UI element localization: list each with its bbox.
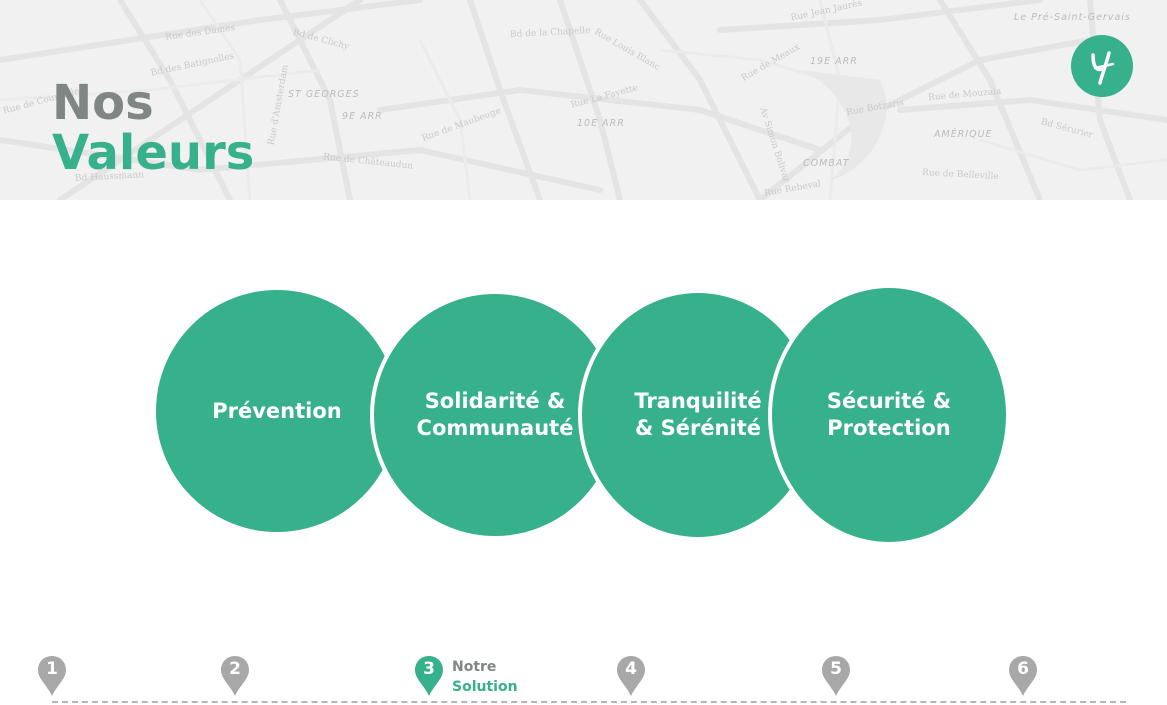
map-pin-icon [415, 656, 443, 696]
map-pin-icon [221, 656, 249, 696]
map-pin-icon [617, 656, 645, 696]
map-label: 19E ARR [810, 56, 858, 67]
brand-logo[interactable] [1071, 35, 1133, 97]
y-logo-icon [1091, 51, 1115, 85]
timeline-step-4[interactable]: 4 [616, 655, 646, 697]
active-step-label-line-1: Notre [452, 659, 497, 675]
map-label: ST GEORGES [288, 89, 360, 100]
value-label: Sécurité & Protection [826, 389, 952, 440]
value-label: Solidarité & Communauté [416, 389, 574, 440]
step-number: 5 [830, 659, 842, 679]
map-banner: Le Pré-Saint-Gervais Rue des Dames Bd de… [0, 0, 1167, 200]
map-label: 9E ARR [342, 111, 383, 122]
map-label: COMBAT [803, 158, 850, 169]
value-circle-prevention: Prévention [152, 286, 402, 536]
step-number: 1 [46, 659, 58, 679]
step-number: 4 [625, 659, 637, 679]
map-label: 10E ARR [577, 118, 625, 129]
map-label: Le Pré-Saint-Gervais [1014, 12, 1131, 23]
map-pin-icon [38, 656, 66, 696]
timeline-step-6[interactable]: 6 [1008, 655, 1038, 697]
title-line-1: Nos [52, 75, 154, 131]
timeline-step-5[interactable]: 5 [821, 655, 851, 697]
map-streets-graphic [0, 0, 1167, 200]
map-pin-icon [1009, 656, 1037, 696]
value-circle-tranquilite: Tranquilité & Sérénité [578, 289, 818, 541]
timeline-step-1[interactable]: 1 [37, 655, 67, 697]
timeline-dashed-line [52, 701, 1126, 703]
value-circle-securite: Sécurité & Protection [768, 284, 1010, 546]
active-step-label: Notre Solution [452, 657, 518, 697]
map-label: AMÉRIQUE [934, 129, 993, 140]
timeline-step-3[interactable]: 3 [414, 655, 444, 697]
timeline-step-2[interactable]: 2 [220, 655, 250, 697]
title-line-2: Valeurs [52, 125, 255, 181]
map-pin-icon [822, 656, 850, 696]
step-number: 2 [229, 659, 241, 679]
value-label: Prévention [212, 398, 342, 423]
step-number: 3 [423, 659, 435, 679]
step-number: 6 [1017, 659, 1029, 679]
value-label: Tranquilité & Sérénité [634, 389, 762, 440]
active-step-label-line-2: Solution [452, 679, 518, 695]
page-title: Nos Valeurs [52, 78, 254, 178]
